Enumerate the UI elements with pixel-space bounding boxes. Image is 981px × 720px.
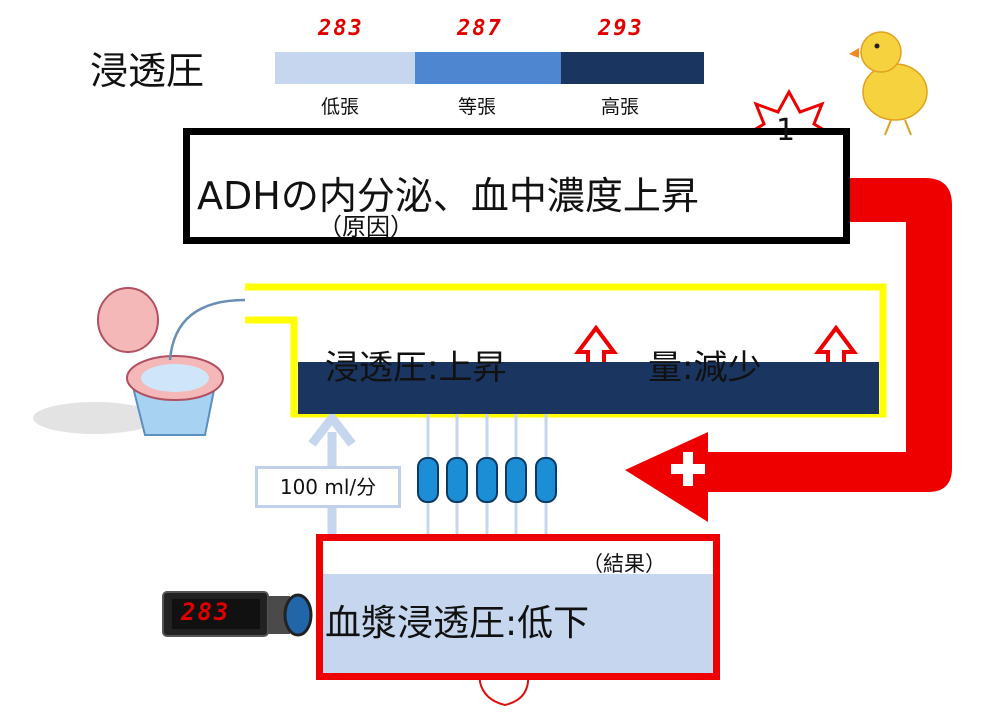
- tubule-osmolarity: 浸透圧:上昇: [325, 348, 507, 388]
- cause-label: （原因）: [318, 213, 414, 241]
- scale-label-high: 高張: [601, 96, 640, 118]
- aquaporin-icons: [417, 457, 557, 503]
- tubule-volume: 量:減少: [648, 348, 762, 388]
- result-label: （結果）: [582, 552, 666, 576]
- scale-label-low: 低張: [321, 96, 360, 118]
- flow-label: 100 ml/分: [255, 466, 401, 508]
- plasma-fluid: [323, 574, 713, 673]
- scale-value-high: 293: [598, 16, 644, 41]
- meter-reading: 283: [181, 598, 231, 626]
- scale-segment-iso: [415, 52, 561, 84]
- tubule-outline: [245, 283, 887, 418]
- chick-icon: [849, 31, 928, 136]
- flow-arrow-head: [308, 410, 356, 447]
- burst-badge-number: 1: [776, 113, 796, 148]
- meter-icon: [162, 591, 313, 637]
- page-title: 浸透圧: [90, 49, 205, 93]
- adh-text: ADHの内分泌、血中濃度上昇: [197, 174, 699, 218]
- scale-segment-high: [561, 52, 704, 84]
- scale-value-iso: 287: [457, 16, 503, 41]
- feedback-arrow: [625, 178, 952, 522]
- scale-value-low: 283: [318, 16, 364, 41]
- adh-box: [183, 128, 850, 244]
- plasma-text: 血漿浸透圧:低下: [325, 603, 590, 644]
- tubule-fluid: [298, 362, 879, 414]
- scale-segment-low: [275, 52, 415, 84]
- scale-label-iso: 等張: [458, 96, 497, 118]
- toilet-icon: [33, 287, 246, 436]
